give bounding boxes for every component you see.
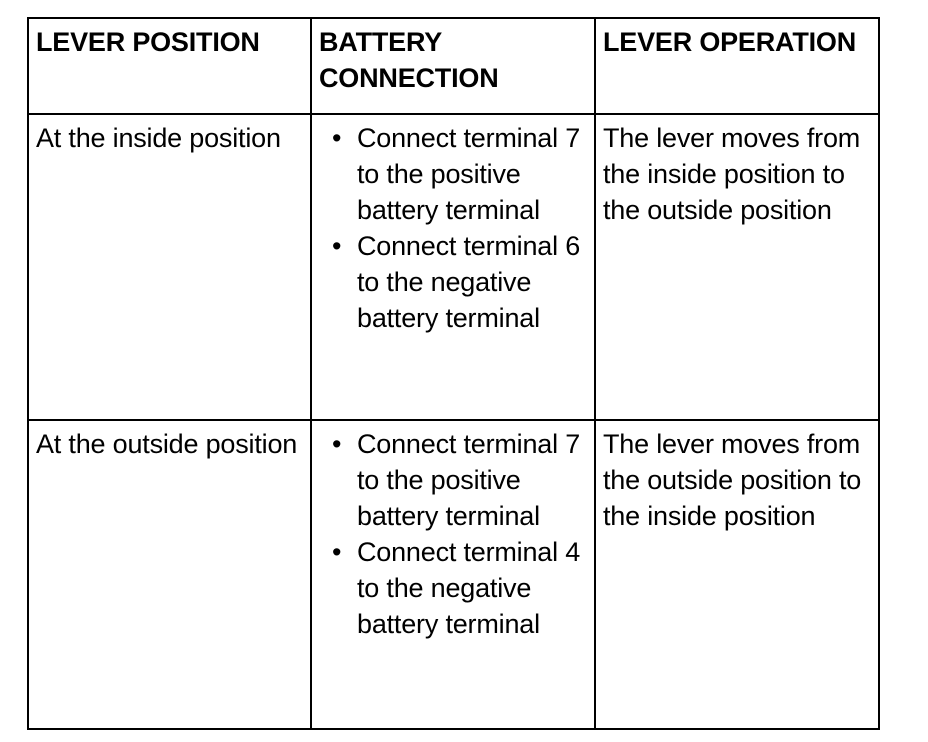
- cell-battery-connection-row-2: • Connect terminal 7 to the positive bat…: [310, 419, 596, 730]
- list-item: • Connect terminal 7 to the positive bat…: [319, 120, 588, 228]
- lever-position-table: LEVER POSITION BATTERY CONNECTION LEVER …: [27, 17, 880, 730]
- cell-lever-operation-row-2: The lever moves from the outside positio…: [594, 419, 880, 730]
- lever-position-text: At the inside position: [36, 123, 281, 153]
- cell-lever-position-row-2: At the outside position: [27, 419, 312, 730]
- table-header: LEVER POSITION BATTERY CONNECTION LEVER …: [27, 17, 880, 115]
- list-item-text: Connect terminal 4 to the negative batte…: [357, 537, 581, 639]
- cell-battery-connection-row-1: • Connect terminal 7 to the positive bat…: [310, 113, 596, 421]
- table-row: At the outside position • Connect termin…: [27, 419, 880, 730]
- list-item-text: Connect terminal 7 to the positive batte…: [357, 123, 581, 225]
- list-item: • Connect terminal 7 to the positive bat…: [319, 426, 588, 534]
- battery-connection-list: • Connect terminal 7 to the positive bat…: [319, 120, 588, 336]
- column-header-lever-position: LEVER POSITION: [27, 17, 312, 115]
- cell-lever-operation-row-1: The lever moves from the inside position…: [594, 113, 880, 421]
- lever-position-text: At the outside position: [36, 429, 298, 459]
- cell-lever-position-row-1: At the inside position: [27, 113, 312, 421]
- column-header-battery-connection-label: BATTERY CONNECTION: [319, 27, 499, 93]
- list-item: • Connect terminal 6 to the negative bat…: [319, 228, 588, 336]
- column-header-lever-position-label: LEVER POSITION: [36, 27, 260, 57]
- battery-connection-list: • Connect terminal 7 to the positive bat…: [319, 426, 588, 642]
- list-item: • Connect terminal 4 to the negative bat…: [319, 534, 588, 642]
- bullet-icon: •: [332, 231, 342, 261]
- table-header-row: LEVER POSITION BATTERY CONNECTION LEVER …: [27, 17, 880, 115]
- bullet-icon: •: [332, 537, 342, 567]
- table-row: At the inside position • Connect termina…: [27, 113, 880, 421]
- list-item-text: Connect terminal 7 to the positive batte…: [357, 429, 581, 531]
- column-header-battery-connection: BATTERY CONNECTION: [310, 17, 596, 115]
- lever-operation-text: The lever moves from the outside positio…: [603, 429, 862, 531]
- bullet-icon: •: [332, 429, 342, 459]
- bullet-icon: •: [332, 123, 342, 153]
- lever-operation-text: The lever moves from the inside position…: [603, 123, 861, 225]
- table-body: At the inside position • Connect termina…: [27, 113, 880, 730]
- list-item-text: Connect terminal 6 to the negative batte…: [357, 231, 581, 333]
- column-header-lever-operation: LEVER OPERATION: [594, 17, 880, 115]
- column-header-lever-operation-label: LEVER OPERATION: [603, 27, 857, 57]
